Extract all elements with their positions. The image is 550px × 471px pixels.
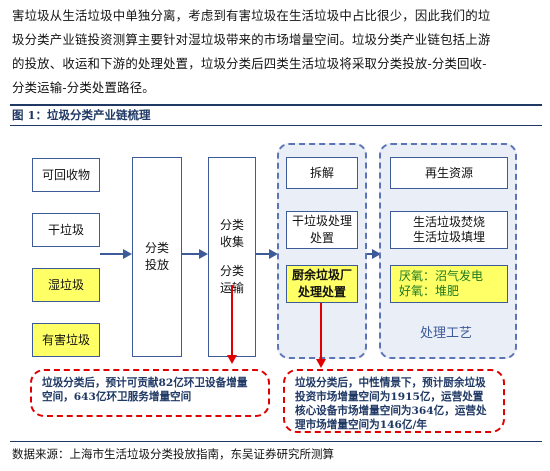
transport-row-2: 运输 — [220, 280, 244, 297]
transport-char: 类 — [232, 264, 245, 278]
sort-deposit-char: 投 — [144, 258, 157, 272]
anaerobic-text: 厌氧：沼气发电 — [399, 269, 484, 283]
collect-char: 类 — [232, 218, 245, 232]
arrow-categories-to-deposit — [100, 249, 132, 259]
red-arrow-left-tip — [227, 355, 237, 364]
collect-char: 分 — [219, 218, 232, 232]
sort-deposit-box: 分类 投放 — [132, 157, 182, 357]
landfill-text: 生活垃圾填埋 — [412, 230, 485, 244]
category-dry-waste: 干垃圾 — [32, 213, 100, 247]
red-arrow-right-tip — [316, 359, 326, 368]
collect-row-1: 分类 — [220, 217, 244, 234]
figure-title: 图 1：垃圾分类产业链梳理 — [12, 108, 151, 122]
incineration-landfill-box: 生活垃圾焚烧 生活垃圾填埋 — [390, 211, 508, 249]
category-wet-waste: 湿垃圾 — [32, 268, 100, 302]
sort-deposit-char: 分 — [144, 241, 157, 255]
intro-line-4: 分类运输-分类处置路径。 — [12, 80, 155, 95]
intro-line-3: 的投放、收运和下游的处理处置，垃圾分类后四类生活垃圾将采取分类投放-分类回收- — [12, 56, 487, 71]
transport-row-1: 分类 — [220, 263, 244, 280]
intro-line-1: 害垃圾从生活垃圾中单独分离，考虑到有害垃圾在生活垃圾中占比很少，因此我们的垃 — [12, 8, 491, 23]
figure-bottom-rule — [10, 441, 542, 442]
aerobic-text: 好氧：堆肥 — [399, 284, 460, 298]
dry-waste-disposal-box: 干垃圾处理处置 — [286, 211, 358, 249]
transport-char: 输 — [232, 281, 245, 295]
note-kitchen-waste-market: 垃圾分类后，中性情景下，预计厨余垃圾投资市场增量空间为1915亿，运营处置核心设… — [283, 369, 505, 433]
sort-deposit-char: 放 — [157, 258, 170, 272]
intro-paragraph: 害垃圾从生活垃圾中单独分离，考虑到有害垃圾在生活垃圾中占比很少，因此我们的垃 圾… — [12, 4, 542, 100]
sort-deposit-row-1: 分类 — [145, 240, 169, 257]
collect-char: 收 — [219, 235, 232, 249]
collect-char: 集 — [232, 235, 245, 249]
category-hazardous-waste: 有害垃圾 — [32, 323, 100, 357]
arrow-disassembly-to-renewable — [367, 249, 381, 259]
collect-row-2: 收集 — [220, 234, 244, 251]
figure-title-rule — [10, 125, 542, 126]
arrow-collect-to-disassembly — [256, 249, 278, 259]
anaerobic-aerobic-box: 厌氧：沼气发电 好氧：堆肥 — [390, 265, 508, 303]
kitchen-waste-disposal-box: 厨余垃圾厂处理处置 — [286, 265, 358, 303]
disassembly-header: 拆解 — [286, 157, 358, 189]
sort-deposit-row-2: 投放 — [145, 257, 169, 274]
red-connector-left — [231, 285, 233, 355]
process-label: 处理工艺 — [420, 326, 473, 341]
figure-source: 数据来源：上海市生活垃圾分类投放指南，东吴证券研究所测算 — [12, 447, 334, 461]
arrow-deposit-to-collect — [182, 249, 208, 259]
red-connector-right — [320, 303, 322, 359]
sort-deposit-char: 类 — [157, 241, 170, 255]
category-recyclable: 可回收物 — [32, 158, 100, 192]
figure-top-rule — [10, 104, 542, 106]
incineration-text: 生活垃圾焚烧 — [412, 215, 485, 229]
renewable-header: 再生资源 — [390, 157, 508, 189]
intro-line-2: 圾分类产业链投资测算主要针对湿垃圾带来的市场增量空间。垃圾分类产业链包括上游 — [12, 32, 491, 47]
note-equipment-services: 垃圾分类后，预计可贡献82亿环卫设备增量空间，643亿环卫服务增量空间 — [30, 369, 270, 417]
transport-char: 运 — [219, 281, 232, 295]
transport-char: 分 — [219, 264, 232, 278]
